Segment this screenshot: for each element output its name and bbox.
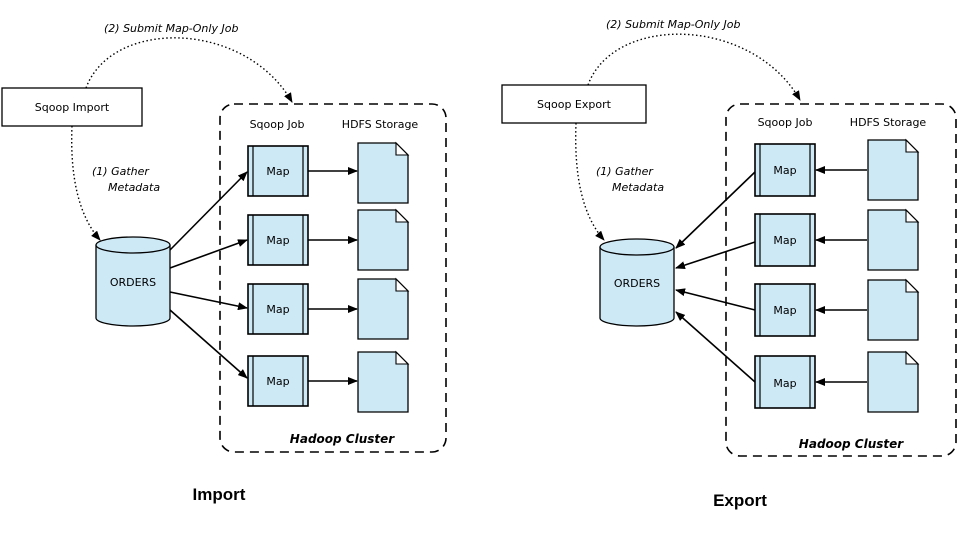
import-hadoop-cluster xyxy=(219,103,447,453)
import-caption: Import xyxy=(193,485,246,504)
import-step-submit: (2) Submit Map-Only Job xyxy=(104,22,238,35)
export-map-label-3: Map xyxy=(773,304,796,317)
export-col-sqoop-job: Sqoop Job xyxy=(758,116,813,129)
export-sqoop-label: Sqoop Export xyxy=(537,98,612,111)
export-panel: Sqoop Export (2) Submit Map-Only Job (1)… xyxy=(501,18,957,510)
import-step-gather-2: Metadata xyxy=(108,181,160,194)
import-map-label-4: Map xyxy=(266,375,289,388)
export-map-1-to-db-arrow xyxy=(675,171,756,249)
export-hdfs-file-2 xyxy=(867,208,920,271)
import-map-4: Map xyxy=(247,355,309,407)
import-map-label-1: Map xyxy=(266,165,289,178)
import-map-label-3: Map xyxy=(266,303,289,316)
export-hdfs-file-1 xyxy=(867,138,920,201)
export-map-4: Map xyxy=(754,355,816,409)
export-orders-db: ORDERS xyxy=(599,238,675,327)
export-map-3-to-db-arrow xyxy=(675,288,756,311)
import-step-gather-1: (1) Gather xyxy=(92,165,150,178)
import-col-sqoop-job: Sqoop Job xyxy=(250,118,305,131)
import-col-hdfs: HDFS Storage xyxy=(342,118,419,131)
export-map-label-2: Map xyxy=(773,234,796,247)
import-map-1: Map xyxy=(247,145,309,197)
import-hdfs-file-3 xyxy=(357,277,410,340)
export-caption: Export xyxy=(713,491,767,510)
export-hdfs-file-3 xyxy=(867,278,920,341)
import-db-to-map-3-arrow xyxy=(169,291,248,311)
export-map-4-to-db-arrow xyxy=(675,311,756,383)
export-map-3: Map xyxy=(754,283,816,337)
export-step-gather-2: Metadata xyxy=(612,181,664,194)
export-map-label-1: Map xyxy=(773,164,796,177)
export-cluster-label: Hadoop Cluster xyxy=(799,437,904,451)
export-submit-arrow xyxy=(587,33,801,101)
export-map-2: Map xyxy=(754,213,816,267)
export-sqoop-box xyxy=(501,84,647,124)
import-orders-label: ORDERS xyxy=(110,276,156,289)
import-map-2: Map xyxy=(247,214,309,266)
export-gather-arrow xyxy=(575,122,605,241)
import-hdfs-file-2 xyxy=(357,208,410,271)
export-step-gather-1: (1) Gather xyxy=(596,165,654,178)
import-db-to-map-1-arrow xyxy=(169,171,248,251)
export-hdfs-file-4 xyxy=(867,350,920,413)
import-db-to-map-2-arrow xyxy=(169,239,248,269)
export-col-hdfs: HDFS Storage xyxy=(850,116,927,129)
export-orders-label: ORDERS xyxy=(614,277,660,290)
import-map-3: Map xyxy=(247,283,309,335)
import-gather-arrow xyxy=(71,125,101,241)
import-orders-db: ORDERS xyxy=(95,236,171,327)
import-sqoop-label: Sqoop Import xyxy=(35,101,110,114)
export-map-2-to-db-arrow xyxy=(675,241,756,269)
import-submit-arrow xyxy=(85,37,293,103)
import-panel: Sqoop Import (2) Submit Map-Only Job (1)… xyxy=(1,22,447,504)
import-map-label-2: Map xyxy=(266,234,289,247)
export-map-label-4: Map xyxy=(773,377,796,390)
import-db-to-map-4-arrow xyxy=(169,309,248,379)
import-hdfs-file-4 xyxy=(357,350,410,413)
import-cluster-label: Hadoop Cluster xyxy=(290,432,395,446)
export-step-submit: (2) Submit Map-Only Job xyxy=(606,18,740,31)
export-map-1: Map xyxy=(754,143,816,197)
import-hdfs-file-1 xyxy=(357,141,410,204)
